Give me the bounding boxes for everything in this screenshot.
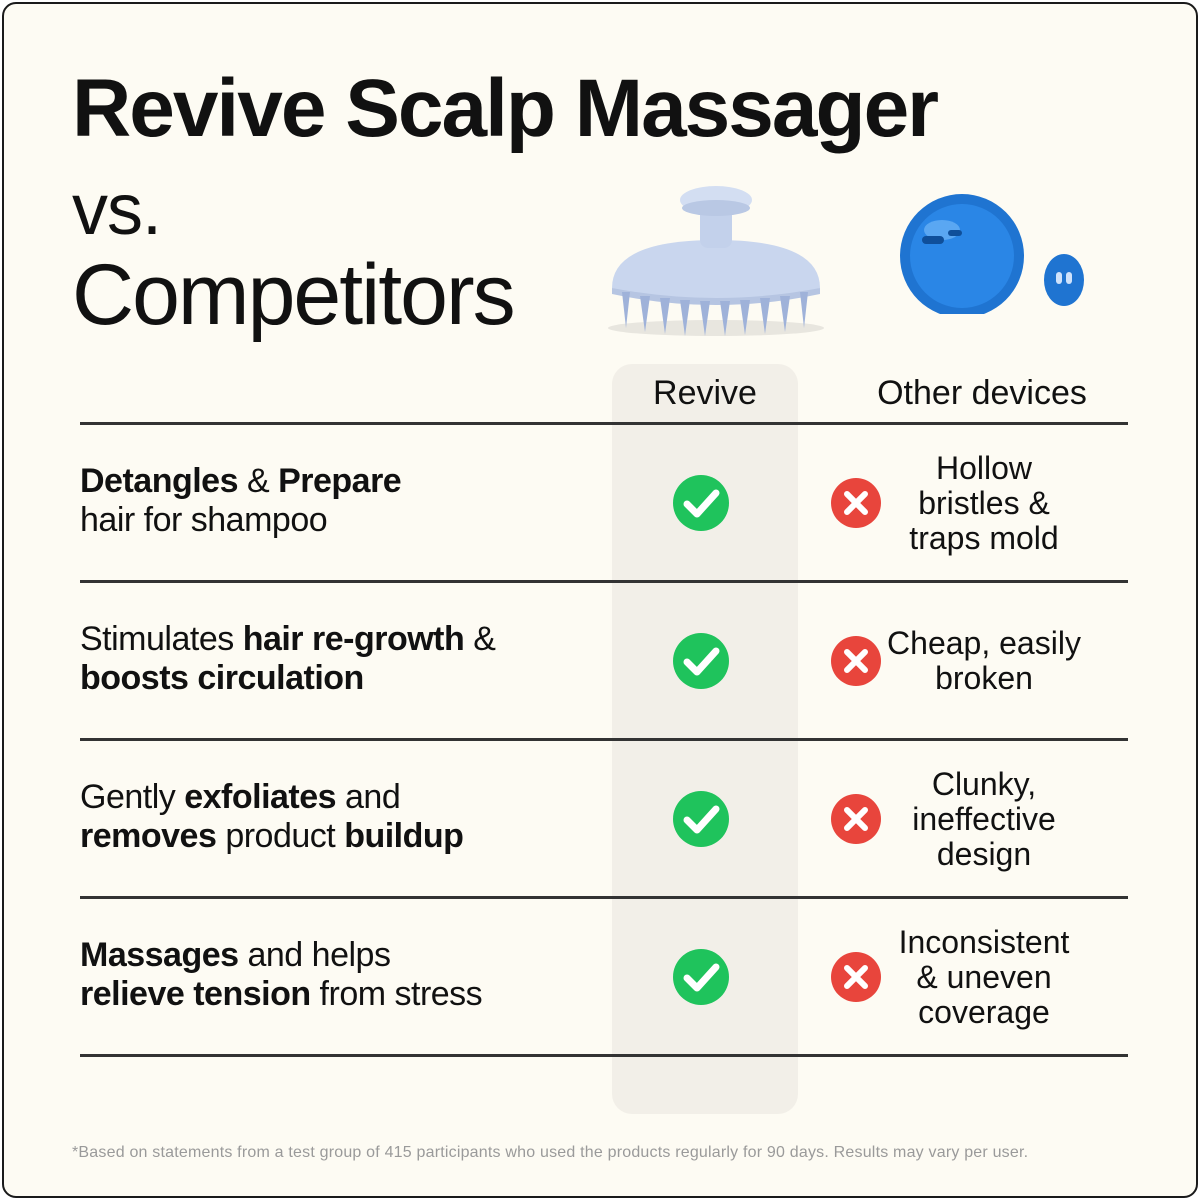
feature-regular: and [336,778,401,816]
other-device-note: Cheap, easily broken [887,625,1081,696]
check-circle-icon [673,475,729,531]
feature-line: removes product buildup [80,817,600,856]
other-device-note: Hollow bristles & traps mold [909,449,1059,556]
feature-line: Stimulates hair re-growth & [80,620,600,659]
row-divider [80,580,1128,583]
feature-regular: & [238,462,279,500]
feature-bold: buildup [344,817,464,855]
x-circle-icon [831,636,881,686]
feature-line: boosts circulation [80,659,600,698]
feature-bold: Detangles [80,462,239,500]
feature-regular: & [464,620,496,658]
feature-bold: boosts circulation [80,659,364,697]
footnote: *Based on statements from a test group o… [72,1144,1029,1161]
check-circle-icon [673,633,729,689]
feature-bold: relieve tension [80,975,311,1013]
feature-line: Detangles & Prepare [80,462,600,501]
row-divider [80,422,1128,425]
feature-regular: hair for shampoo [80,501,328,539]
feature-bold: removes [80,817,217,855]
feature-bold: Massages [80,936,239,974]
x-circle-icon [831,952,881,1002]
feature-regular: product [216,817,345,855]
feature-regular: and helps [238,936,391,974]
revive-product-image [608,186,824,336]
feature-regular: Gently [80,778,185,816]
feature-line: relieve tension from stress [80,975,600,1014]
feature-bold: exfoliates [184,778,337,816]
vs-label: vs. [72,170,162,250]
feature-regular: from stress [310,975,483,1013]
feature-regular: Stimulates [80,620,243,658]
row-divider [80,896,1128,899]
feature-bold: hair re-growth [242,620,465,658]
feature-line: Gently exfoliates and [80,778,600,817]
check-circle-icon [673,791,729,847]
other-device-note: Inconsistent & uneven coverage [898,923,1070,1030]
x-circle-icon [831,794,881,844]
column-header-other: Other devices [877,374,1087,412]
feature-bold: Prepare [278,462,402,500]
other-device-note: Clunky, ineffective design [912,765,1056,872]
feature-line: Massages and helps [80,936,600,975]
competitor-product-image [900,194,1084,314]
feature-line: hair for shampoo [80,501,600,540]
row-divider [80,1054,1128,1057]
row-divider [80,738,1128,741]
x-circle-icon [831,478,881,528]
page-title: Revive Scalp Massager [72,63,939,154]
feature-text: Stimulates hair re-growth &boosts circul… [80,620,600,698]
competitors-label: Competitors [72,247,516,343]
column-header-revive: Revive [653,374,757,412]
check-circle-icon [673,949,729,1005]
